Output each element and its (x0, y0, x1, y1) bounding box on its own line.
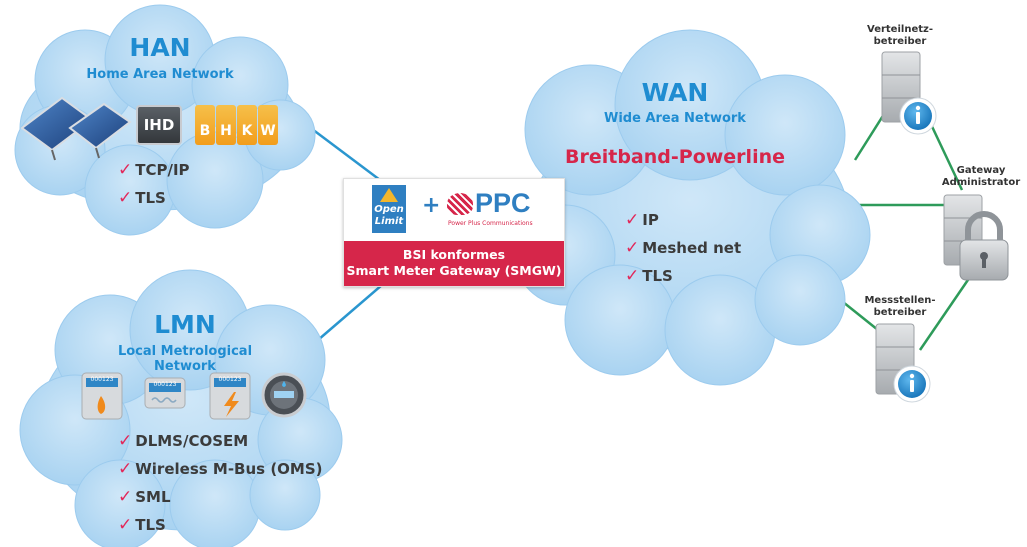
han-title: HAN (129, 33, 191, 62)
lock-icon (959, 211, 1009, 281)
smart-meter-gateway-box: Open Limit + PPC Power Plus Communicatio… (343, 178, 565, 287)
lmn-title: LMN (154, 310, 216, 339)
meter-reading: 000123 (153, 381, 177, 388)
meter-reading: 000123 (218, 376, 242, 383)
bhkw-letter: H (216, 105, 236, 145)
lmn-protocol: ✓SML (118, 487, 171, 507)
wan-technology: Breitband-Powerline (565, 146, 785, 168)
checkmark-icon: ✓ (625, 238, 640, 258)
info-icon (893, 365, 931, 403)
ihd-display-icon: IHD (136, 105, 182, 145)
checkmark-icon: ✓ (118, 431, 133, 451)
checkmark-icon: ✓ (118, 515, 133, 535)
checkmark-icon: ✓ (118, 459, 133, 479)
bhkw-letter: K (237, 105, 257, 145)
lmn-subtitle: Local Metrological Network (117, 344, 253, 374)
checkmark-icon: ✓ (625, 266, 640, 286)
solar-panel-icon (20, 96, 132, 161)
electricity-meter-icon (209, 372, 251, 420)
wan-protocol: ✓Meshed net (625, 238, 742, 258)
ppc-logo: PPC (475, 188, 531, 218)
wan-cloud (514, 29, 871, 386)
wan-title: WAN (641, 78, 709, 107)
verteilnetz-admin-link (926, 117, 964, 191)
lmn-protocol: ✓DLMS/COSEM (118, 431, 249, 451)
openlimit-logo: Open Limit (372, 185, 406, 233)
heat-meter-icon (144, 377, 186, 409)
gas-meter-icon (81, 372, 123, 420)
han-subtitle: Home Area Network (86, 67, 234, 82)
plus-sign: + (422, 193, 441, 218)
ppc-logo-mark (447, 193, 473, 215)
water-meter-icon (261, 372, 307, 418)
meter-reading: 000123 (90, 376, 114, 383)
messstellen-label: Messstellen-betreiber (864, 295, 936, 318)
checkmark-icon: ✓ (625, 210, 640, 230)
ppc-tagline: Power Plus Communications (448, 220, 533, 227)
lmn-protocol: ✓Wireless M-Bus (OMS) (118, 459, 323, 479)
info-icon (899, 97, 937, 135)
lmn-smgw-link (317, 284, 383, 341)
han-protocol: ✓TCP/IP (118, 160, 190, 180)
checkmark-icon: ✓ (118, 188, 133, 208)
smgw-label: BSI konformes Smart Meter Gateway (SMGW) (344, 241, 564, 286)
wan-protocol: ✓TLS (625, 266, 673, 286)
lmn-protocol: ✓TLS (118, 515, 166, 535)
wan-protocol: ✓IP (625, 210, 659, 230)
checkmark-icon: ✓ (118, 487, 133, 507)
bhkw-letter: B (195, 105, 215, 145)
verteilnetz-label: Verteilnetz-betreiber (867, 24, 933, 47)
han-protocol: ✓TLS (118, 188, 166, 208)
checkmark-icon: ✓ (118, 160, 133, 180)
wan-subtitle: Wide Area Network (604, 111, 746, 126)
bhkw-letter: W (258, 105, 278, 145)
